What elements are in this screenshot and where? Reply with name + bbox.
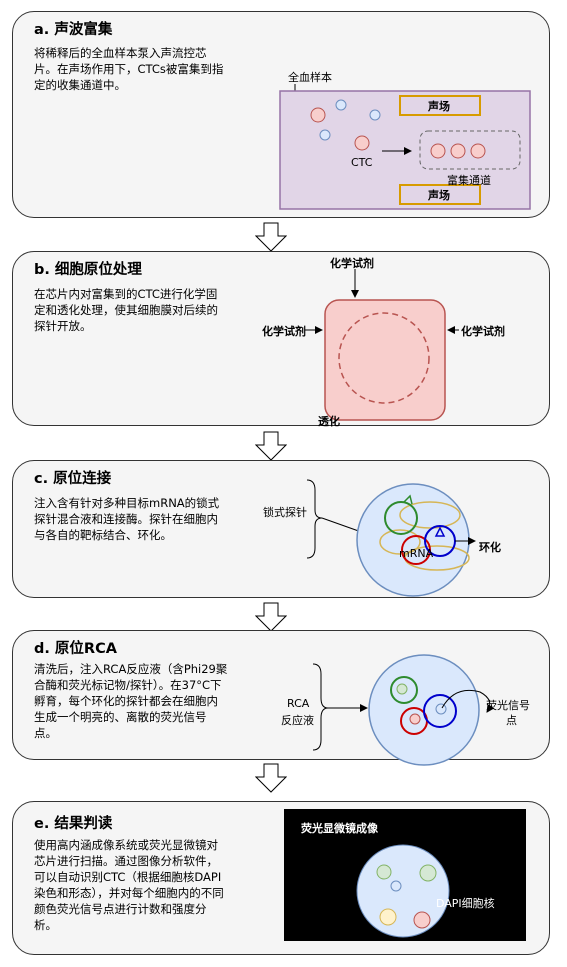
enriched-ctc: [450, 143, 466, 159]
desc-line: 片。在声场作用下，CTCs被富集到指: [34, 62, 224, 76]
mrna-label: mRNA: [399, 547, 434, 560]
desc-line: 清洗后，注入RCA反应液（含Phi29聚: [34, 662, 228, 676]
ligation-mark: [403, 494, 413, 505]
reagent-left-label: 化学试剂: [262, 325, 306, 338]
desc-line: 定的收集通道中。: [34, 78, 126, 92]
blood-cell: [319, 129, 331, 141]
desc-line: 探针开放。: [34, 319, 92, 333]
desc-line: 孵育，每个环化的探针都会在细胞内: [34, 694, 218, 708]
panel-c-desc: 注入含有针对多种目标mRNA的锁式 探针混合液和连接酶。探针在细胞内 与各自的靶…: [34, 495, 219, 543]
padlock-probe: [399, 501, 461, 529]
panel-b-desc: 在芯片内对富集到的CTC进行化学固 定和透化处理，使其细胞膜对后续的 探针开放。: [34, 286, 218, 334]
reagent-top-label: 化学试剂: [330, 257, 374, 270]
signal-dot: [419, 864, 437, 882]
desc-line: 探针混合液和连接酶。探针在细胞内: [34, 512, 218, 526]
desc-line: 在芯片内对富集到的CTC进行化学固: [34, 287, 218, 301]
signal-dot: [413, 911, 431, 929]
desc-line: 点。: [34, 726, 57, 740]
flow-arrow-icon: [255, 222, 287, 252]
probe-red: [401, 535, 431, 565]
panel-b: [12, 251, 550, 426]
blood-cell: [369, 109, 381, 121]
panel-d-desc: 清洗后，注入RCA反应液（含Phi29聚 合酶和荧光标记物/探针）。在37°C下…: [34, 661, 227, 741]
rca-label-line2: 反应液: [281, 714, 314, 727]
acoustic-field-top: [399, 95, 481, 116]
dapi-nucleus: [356, 844, 450, 938]
flow-arrow-icon: [255, 763, 287, 793]
padlock-probe: [379, 529, 421, 555]
desc-line: 颜色荧光信号点进行计数和强度分: [34, 902, 207, 916]
panel-c-title: c. 原位连接: [34, 471, 112, 487]
ctc-cell: [354, 135, 370, 151]
flow-arrow-icon: [255, 431, 287, 461]
probe-green: [384, 501, 418, 535]
signal-dot: [376, 864, 392, 880]
ctc-cell: [310, 107, 326, 123]
desc-line: 析。: [34, 918, 57, 932]
signal-dot: [409, 713, 421, 725]
rca-product-blue: [423, 694, 457, 728]
panel-d-title: d. 原位RCA: [34, 641, 117, 657]
panel-b-title: b. 细胞原位处理: [34, 262, 142, 278]
desc-line: 染色和形态），并对每个细胞内的不同: [34, 886, 224, 900]
panel-a-title: a. 声波富集: [34, 22, 113, 38]
desc-line: 将稀释后的全血样本泵入声流控芯: [34, 46, 207, 60]
dapi-label: DAPI细胞核: [436, 897, 495, 910]
signal-pointer: [441, 689, 495, 713]
signal-label-line2: 点: [506, 714, 517, 727]
panel-a-desc: 将稀释后的全血样本泵入声流控芯 片。在声场作用下，CTCs被富集到指 定的收集通…: [34, 45, 223, 93]
signal-label-line1: 荧光信号: [486, 699, 530, 712]
collect-label: 富集通道: [447, 174, 491, 187]
panel-e-title: e. 结果判读: [34, 816, 113, 832]
desc-line: 生成一个明亮的、离散的荧光信号: [34, 710, 207, 724]
desc-line: 使用高内涵成像系统或荧光显微镜对: [34, 838, 218, 852]
signal-dot: [390, 880, 402, 892]
ligation-mark: [434, 526, 446, 537]
panel-e-desc: 使用高内涵成像系统或荧光显微镜对 芯片进行扫描。通过图像分析软件， 可以自动识别…: [34, 837, 224, 933]
enriched-ctc: [470, 143, 486, 159]
reagent-right-label: 化学试剂: [461, 325, 505, 338]
desc-line: 注入含有针对多种目标mRNA的锁式: [34, 496, 220, 510]
blood-cell: [335, 99, 347, 111]
flow-arrow-icon: [255, 602, 287, 632]
rca-label-line1: RCA: [287, 697, 310, 710]
signal-dot: [435, 703, 447, 715]
permeabilize-label: 透化: [318, 415, 340, 428]
ctc-label: CTC: [351, 156, 373, 169]
signal-dot: [396, 683, 408, 695]
enriched-ctc: [430, 143, 446, 159]
desc-line: 定和透化处理，使其细胞膜对后续的: [34, 303, 218, 317]
collection-channel: [419, 130, 521, 170]
circular-label: 环化: [479, 541, 501, 554]
desc-line: 芯片进行扫描。通过图像分析软件，: [34, 854, 218, 868]
signal-dot: [379, 908, 397, 926]
desc-line: 合酶和荧光标记物/探针）。在37°C下: [34, 678, 222, 692]
acoustic-field-bottom: [399, 184, 481, 205]
acoustic-top-label: 声场: [428, 100, 450, 113]
microscopy-title: 荧光显微镜成像: [301, 822, 378, 835]
padlock-probe-label: 锁式探针: [263, 506, 307, 519]
acoustic-bottom-label: 声场: [428, 189, 450, 202]
nucleus-outline: [338, 312, 430, 404]
desc-line: 可以自动识别CTC（根据细胞核DAPI: [34, 870, 222, 884]
whole-blood-label: 全血样本: [288, 71, 332, 84]
rca-product-green: [390, 676, 418, 704]
desc-line: 与各自的靶标结合、环化。: [34, 528, 172, 542]
